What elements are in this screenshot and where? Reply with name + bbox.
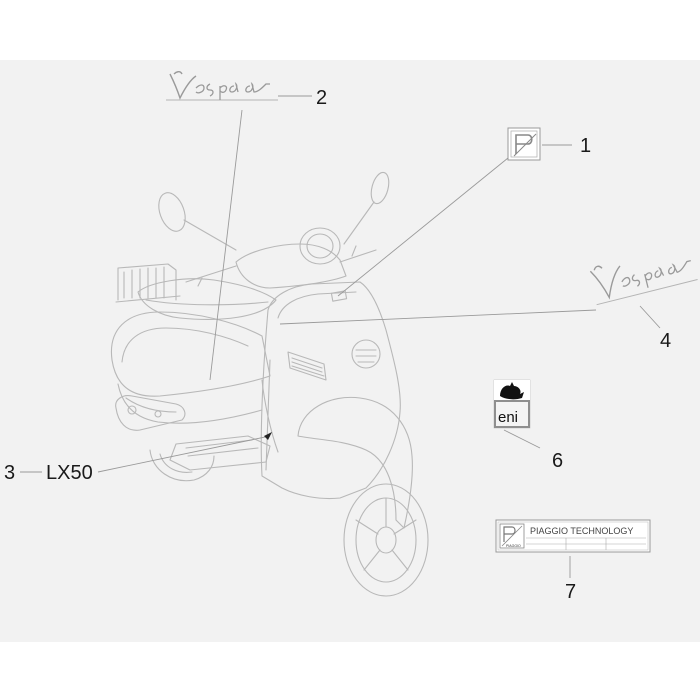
piaggio-logo-decal bbox=[507, 127, 541, 161]
callout-1: 1 bbox=[580, 135, 591, 157]
plate-small-brand: PIAGGIO bbox=[506, 544, 521, 548]
vespa-script-decal-right bbox=[589, 259, 698, 306]
scooter-outline bbox=[110, 171, 429, 597]
plate-title: PIAGGIO TECHNOLOGY bbox=[530, 526, 633, 536]
p-logo-icon bbox=[503, 526, 516, 542]
eni-logo-text: eni bbox=[498, 409, 518, 426]
six-legged-dog-icon bbox=[500, 382, 524, 400]
callout-3: 3 bbox=[4, 462, 15, 484]
callout-7: 7 bbox=[565, 581, 576, 603]
callout-2: 2 bbox=[316, 87, 327, 109]
arrow-marker-icon bbox=[264, 432, 272, 440]
callout-4: 4 bbox=[660, 330, 671, 352]
callout-3-text: LX50 bbox=[46, 462, 93, 484]
callout-6: 6 bbox=[552, 450, 563, 472]
eni-logo-decal: eni bbox=[493, 379, 531, 429]
piaggio-technology-plate: PIAGGIO PIAGGIO TECHNOLOGY bbox=[495, 519, 651, 553]
leader-lines bbox=[20, 95, 661, 578]
vespa-script-decal-top bbox=[166, 71, 278, 101]
